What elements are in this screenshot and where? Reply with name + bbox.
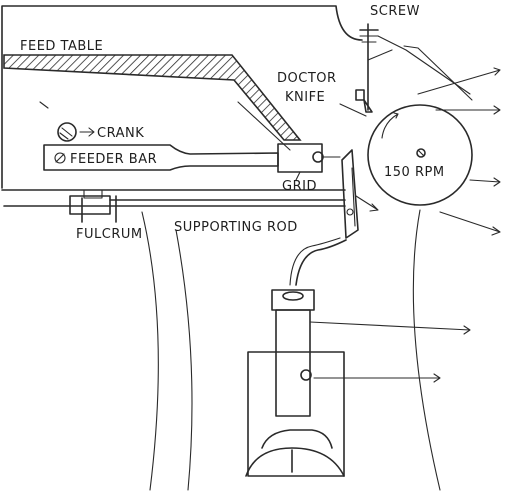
label-feeder-bar: FEEDER BAR xyxy=(70,152,157,167)
crank-hatch-1 xyxy=(61,127,73,137)
label-speed: 150 RPM xyxy=(384,165,445,180)
feeder-bar-pivot-hatch xyxy=(55,153,65,163)
label-grid: GRID xyxy=(282,179,317,194)
label-supporting-rod: SUPPORTING ROD xyxy=(174,220,298,235)
vertical-plate xyxy=(341,149,359,239)
grid-leader xyxy=(295,171,301,181)
arrow-out-4 xyxy=(439,211,501,236)
plate-arrow-icon xyxy=(355,195,379,212)
grid-block xyxy=(277,143,323,173)
crank-icon xyxy=(57,122,77,142)
vertical-plate-edge xyxy=(351,167,356,227)
arrow-out-3 xyxy=(469,177,501,187)
roller-axle-hatch xyxy=(417,149,425,157)
feed-tube-inner xyxy=(289,237,341,286)
label-screw: SCREW xyxy=(370,4,420,19)
screw-thread xyxy=(359,35,379,43)
collector-box xyxy=(247,351,345,477)
feed-tube xyxy=(295,239,347,286)
roller xyxy=(367,104,473,206)
arrow-out-5 xyxy=(309,321,471,335)
plate-bolt-icon xyxy=(346,208,354,216)
label-fulcrum: FULCRUM xyxy=(76,227,143,242)
fulcrum-cap xyxy=(83,189,103,199)
fulcrum-block xyxy=(69,195,111,215)
screw-arm-2 xyxy=(403,45,473,101)
collector-cap xyxy=(282,291,304,301)
label-feed-table: FEED TABLE xyxy=(20,39,103,54)
housing-curve-left xyxy=(141,211,159,491)
arrow-out-1 xyxy=(417,67,501,95)
label-knife: KNIFE xyxy=(285,90,325,105)
doctor-knife-nut xyxy=(355,89,365,101)
housing-curve-right xyxy=(412,209,441,491)
collector-valve-icon xyxy=(300,369,312,381)
collector-funnel xyxy=(245,447,345,477)
label-doctor: DOCTOR xyxy=(277,71,337,86)
feed-table xyxy=(3,54,302,141)
collector-funnel-top xyxy=(261,429,333,449)
feed-table-slope-line xyxy=(237,101,291,151)
feeder-bar-pivot-icon xyxy=(54,152,66,164)
crank-hatch-2 xyxy=(59,132,69,140)
roller-axle-icon xyxy=(416,148,426,158)
pen-mark xyxy=(39,101,49,109)
collector-tube xyxy=(275,309,311,417)
screw-arm xyxy=(377,35,471,95)
housing-curve-left-2 xyxy=(175,229,193,491)
crank-arrow-icon xyxy=(79,127,95,137)
arrow-out-2 xyxy=(435,105,501,115)
screw-link xyxy=(367,49,393,61)
housing-outline xyxy=(1,5,363,189)
label-crank: CRANK xyxy=(97,126,144,141)
doctor-knife-blade xyxy=(363,99,373,113)
arrow-out-6 xyxy=(313,373,441,383)
rotation-arrow-icon xyxy=(381,112,399,139)
knife-leader xyxy=(339,103,367,117)
